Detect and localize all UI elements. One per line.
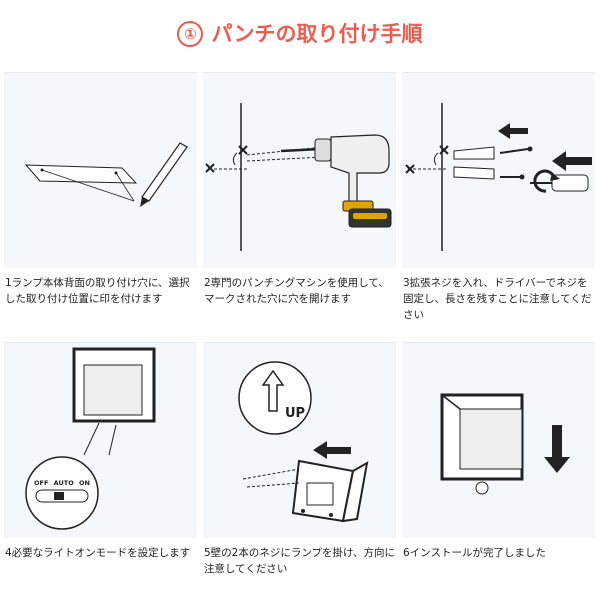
pencil-icon [140, 142, 188, 207]
step-6-caption: 6インストールが完了しました [403, 547, 546, 559]
page-title: ① パンチの取り付け手順 [0, 18, 600, 50]
switch-off-label: OFF [34, 479, 48, 487]
lamp-back-icon [291, 459, 369, 523]
installed-lamp-drawing [440, 393, 570, 495]
svg-text:OFF AUTO ON: OFF AUTO ON [34, 479, 90, 487]
screw-icon [499, 146, 533, 180]
step-1-caption: 1ランプ本体背面の取り付け穴に、選択した取り付け位置に印を付けます [5, 277, 190, 305]
insert-screws-drawing [405, 103, 592, 251]
up-label: UP [285, 406, 305, 421]
arrow-up-icon [261, 369, 285, 412]
wall-anchor-icon [453, 146, 495, 180]
screwdriver-icon [530, 169, 589, 193]
step-2-caption: 2専門のパンチングマシンを使用して、マークされた穴に穴を開けます [204, 277, 389, 305]
arrow-down-icon [544, 425, 570, 473]
mark-x-icon [205, 145, 248, 173]
switch-zoom-circle: OFF AUTO ON [25, 456, 99, 530]
lamp-icon [72, 347, 156, 423]
step-1-illustration [4, 72, 197, 268]
step-3-caption: 3拡張ネジを入れ、ドライバーでネジを固定し、長さを残すことに注意してください [403, 277, 592, 321]
drill-icon [280, 134, 392, 228]
mark-x-icon [405, 145, 449, 174]
arrow-left-icon [313, 441, 351, 459]
switch-on-label: ON [79, 479, 90, 487]
mode-switch-drawing: OFF AUTO ON [25, 347, 156, 530]
step-2-illustration [203, 72, 396, 268]
step-5-illustration: UP [203, 342, 396, 538]
up-zoom-circle: UP [238, 361, 312, 435]
step-5-caption: 5壁の2本のネジにランプを掛け、方向に注意してください [204, 547, 396, 575]
mark-holes-drawing [24, 142, 188, 207]
lamp-icon [440, 393, 524, 495]
step-6-illustration [402, 342, 595, 538]
hang-lamp-drawing: UP [238, 361, 369, 523]
step-4-illustration: OFF AUTO ON [4, 342, 197, 538]
switch-auto-label: AUTO [54, 479, 75, 487]
step-4-caption: 4必要なライトオンモードを設定します [5, 547, 191, 559]
arrow-left-icon [552, 151, 592, 171]
step-3-illustration [402, 72, 595, 268]
step-number-badge: ① [177, 21, 204, 47]
arrow-left-icon [498, 123, 528, 139]
drilling-drawing [205, 103, 392, 251]
page-title-text: パンチの取り付け手順 [211, 22, 423, 46]
